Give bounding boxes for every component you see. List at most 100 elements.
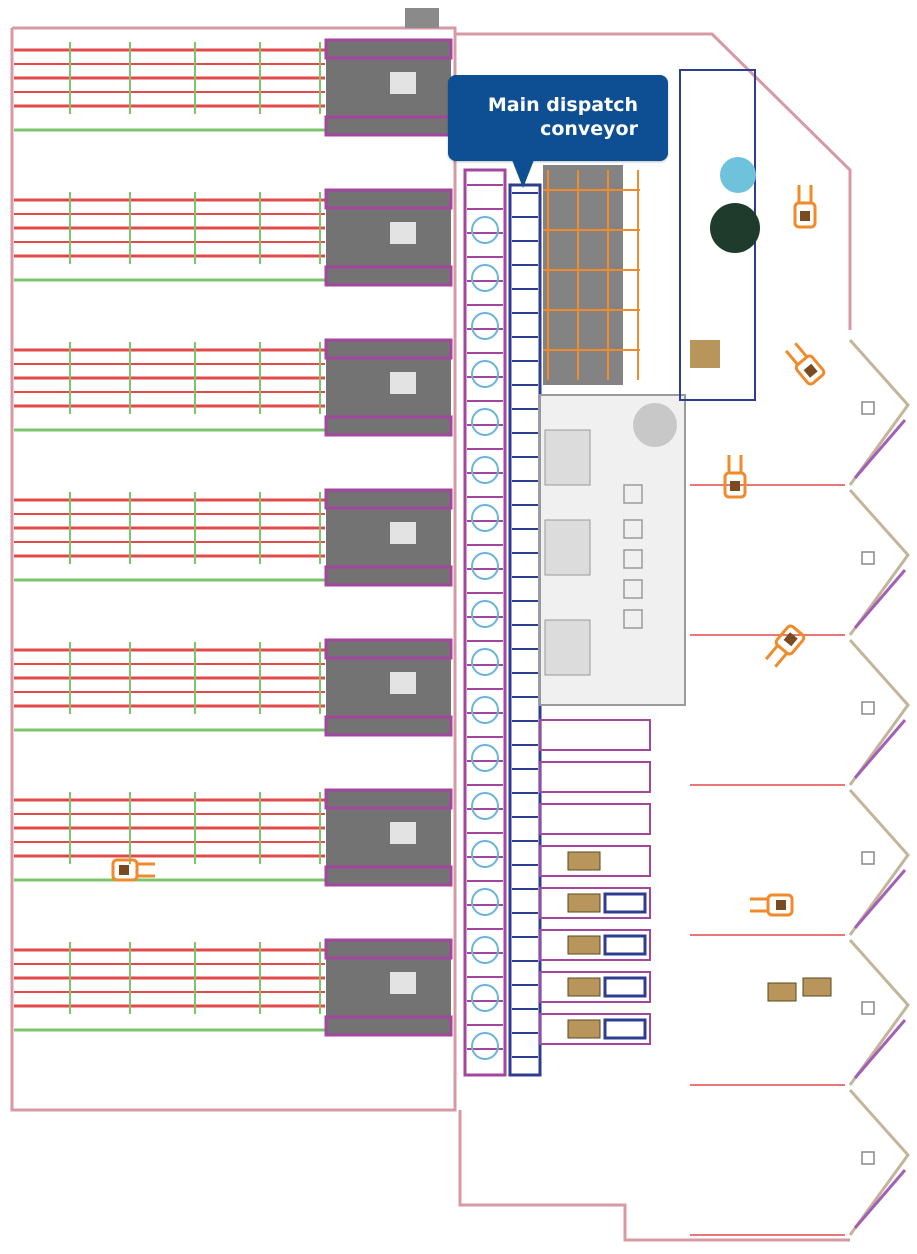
dock-leveler	[853, 1019, 907, 1079]
outbound-lane	[539, 971, 651, 1003]
turntable	[471, 504, 499, 532]
callout-line-1: Main dispatch	[487, 94, 638, 116]
station-conveyor-bottom	[324, 415, 453, 437]
turntable	[471, 600, 499, 628]
processing-machine	[544, 429, 591, 486]
turntable	[471, 936, 499, 964]
station-conveyor-bottom	[324, 1015, 453, 1037]
dock-control	[861, 551, 875, 565]
turntable	[471, 696, 499, 724]
pallet-icon	[567, 977, 601, 997]
station-conveyor-top	[324, 338, 453, 360]
processing-cell	[623, 484, 643, 504]
forklift-icon	[764, 624, 806, 668]
pick-station	[326, 640, 451, 735]
pallet-icon	[802, 977, 832, 997]
dispatch-conveyor-lane-2	[508, 183, 542, 1077]
processing-cell	[623, 609, 643, 629]
processing-drum	[633, 403, 677, 447]
wrapping-machine	[710, 203, 760, 253]
stair-icon	[405, 8, 439, 28]
outbound-lane	[539, 803, 651, 835]
dock-leveler	[853, 1169, 907, 1229]
station-conveyor-top	[324, 638, 453, 660]
pallet-icon	[690, 340, 720, 368]
dock-door-icon	[848, 639, 910, 786]
outbound-lane	[539, 1013, 651, 1045]
dock-control	[861, 851, 875, 865]
dock-leveler	[853, 719, 907, 779]
station-window	[390, 222, 416, 244]
turntable	[471, 984, 499, 1012]
turntable	[471, 312, 499, 340]
dock-control	[861, 401, 875, 415]
pick-station	[326, 940, 451, 1035]
processing-cell	[623, 519, 643, 539]
building-wall-left	[10, 26, 457, 1112]
dispatch-conveyor-lane-1	[463, 168, 507, 1077]
pick-station	[326, 40, 451, 135]
outbound-lane	[539, 761, 651, 793]
turntable	[471, 360, 499, 388]
turntable	[471, 552, 499, 580]
station-conveyor-bottom	[324, 565, 453, 587]
callout-pointer	[512, 160, 534, 188]
dock-door-icon	[848, 489, 910, 636]
packing-machine	[720, 157, 756, 193]
pallet-icon	[567, 851, 601, 871]
forklift-icon	[111, 858, 155, 882]
turntable	[471, 1032, 499, 1060]
processing-cell	[623, 549, 643, 569]
station-window	[390, 672, 416, 694]
forklift-icon	[750, 893, 794, 917]
processing-machine	[544, 519, 591, 576]
dock-leveler	[853, 869, 907, 929]
outbound-buffer	[603, 1018, 647, 1040]
pick-station	[326, 340, 451, 435]
dock-control	[861, 1151, 875, 1165]
pallet-icon	[567, 893, 601, 913]
pallet-icon	[767, 982, 797, 1002]
station-window	[390, 522, 416, 544]
outbound-lane	[539, 929, 651, 961]
dock-leveler	[853, 419, 907, 479]
turntable	[471, 264, 499, 292]
outbound-lane	[539, 887, 651, 919]
station-window	[390, 822, 416, 844]
pick-station	[326, 490, 451, 585]
station-conveyor-top	[324, 188, 453, 210]
main-dispatch-conveyor-callout: Main dispatch conveyor	[448, 75, 668, 161]
station-window	[390, 372, 416, 394]
station-conveyor-top	[324, 38, 453, 60]
dock-leveler	[853, 569, 907, 629]
dock-door-icon	[848, 1089, 910, 1236]
callout-line-2: conveyor	[540, 118, 638, 140]
turntable	[471, 744, 499, 772]
building-wall-top-right	[455, 32, 852, 330]
dock-door-icon	[848, 789, 910, 936]
turntable	[471, 888, 499, 916]
outbound-lane	[539, 845, 651, 877]
station-conveyor-top	[324, 788, 453, 810]
forklift-icon	[793, 185, 817, 229]
pick-station	[326, 190, 451, 285]
processing-machine	[544, 619, 591, 676]
forklift-icon	[784, 342, 826, 386]
dock-door-icon	[848, 939, 910, 1086]
dock-door-icon	[848, 339, 910, 486]
forklift-icon	[723, 455, 747, 499]
station-conveyor-top	[324, 488, 453, 510]
station-conveyor-bottom	[324, 865, 453, 887]
outbound-lane	[539, 719, 651, 751]
turntable	[471, 840, 499, 868]
turntable	[471, 216, 499, 244]
building-wall-bottom	[458, 1110, 850, 1242]
dock-control	[861, 1001, 875, 1015]
pallet-icon	[567, 935, 601, 955]
station-window	[390, 972, 416, 994]
outbound-buffer	[603, 934, 647, 956]
turntable	[471, 456, 499, 484]
turntable	[471, 792, 499, 820]
outbound-buffer	[603, 976, 647, 998]
